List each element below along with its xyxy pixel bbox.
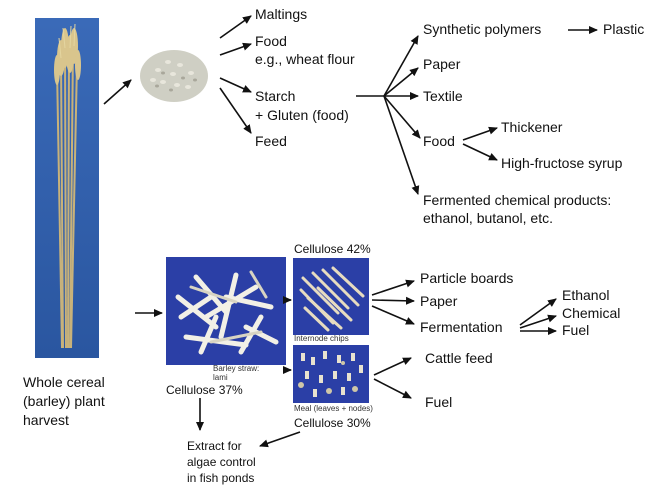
barley-straw-photo — [166, 257, 286, 365]
meal-fuel-label: Fuel — [425, 394, 453, 410]
internode-paper-label: Paper — [420, 293, 458, 309]
grain-use-maltings: Maltings — [255, 6, 308, 22]
ethanol-label: Ethanol — [562, 287, 610, 303]
straw-cellulose-label: Cellulose 37% — [166, 383, 243, 397]
textile-label: Textile — [423, 88, 463, 104]
thickener-label: Thickener — [501, 119, 563, 135]
barley-straw-label: Barley straw: — [213, 364, 260, 373]
particle-boards-label: Particle boards — [420, 270, 514, 286]
grain-use-feed: Feed — [255, 133, 287, 149]
fermented-products-label: Fermented chemical products: — [423, 192, 612, 208]
starch-food-label: Food — [423, 133, 455, 149]
starch-paper-label: Paper — [423, 56, 461, 72]
cattle-feed-label: Cattle feed — [425, 350, 493, 366]
barley-straw-sublabel: lami — [213, 373, 228, 382]
grain-use-food: Food — [255, 33, 287, 49]
plant-caption-line3: harvest — [23, 412, 69, 428]
internode-cellulose-label: Cellulose 42% — [294, 242, 371, 256]
internode-chips-photo — [293, 258, 369, 335]
grain-use-gluten: + Gluten (food) — [255, 107, 349, 123]
grain-use-food-example: e.g., wheat flour — [255, 51, 355, 67]
barley-plant-photo — [35, 18, 99, 358]
grain-use-starch: Starch — [255, 88, 296, 104]
internode-chips-label: Internode chips — [294, 334, 349, 343]
synthetic-polymers-label: Synthetic polymers — [423, 21, 542, 37]
meal-label: Meal (leaves + nodes) — [294, 404, 373, 413]
meal-photo — [293, 345, 369, 403]
fermentation-fuel-label: Fuel — [562, 322, 590, 338]
fermented-products-examples: ethanol, butanol, etc. — [423, 210, 553, 226]
meal-cellulose-label: Cellulose 30% — [294, 416, 371, 430]
plastic-label: Plastic — [603, 21, 645, 37]
barley-grain-photo — [133, 40, 216, 108]
high-fructose-syrup-label: High-fructose syrup — [501, 155, 623, 171]
plant-caption-line2: (barley) plant — [23, 393, 105, 409]
extract-line3: in fish ponds — [187, 471, 255, 485]
chemical-label: Chemical — [562, 305, 621, 321]
plant-caption-line1: Whole cereal — [23, 374, 105, 390]
fermentation-label: Fermentation — [420, 319, 503, 335]
extract-line2: algae control — [187, 455, 256, 469]
extract-line1: Extract for — [187, 439, 242, 453]
